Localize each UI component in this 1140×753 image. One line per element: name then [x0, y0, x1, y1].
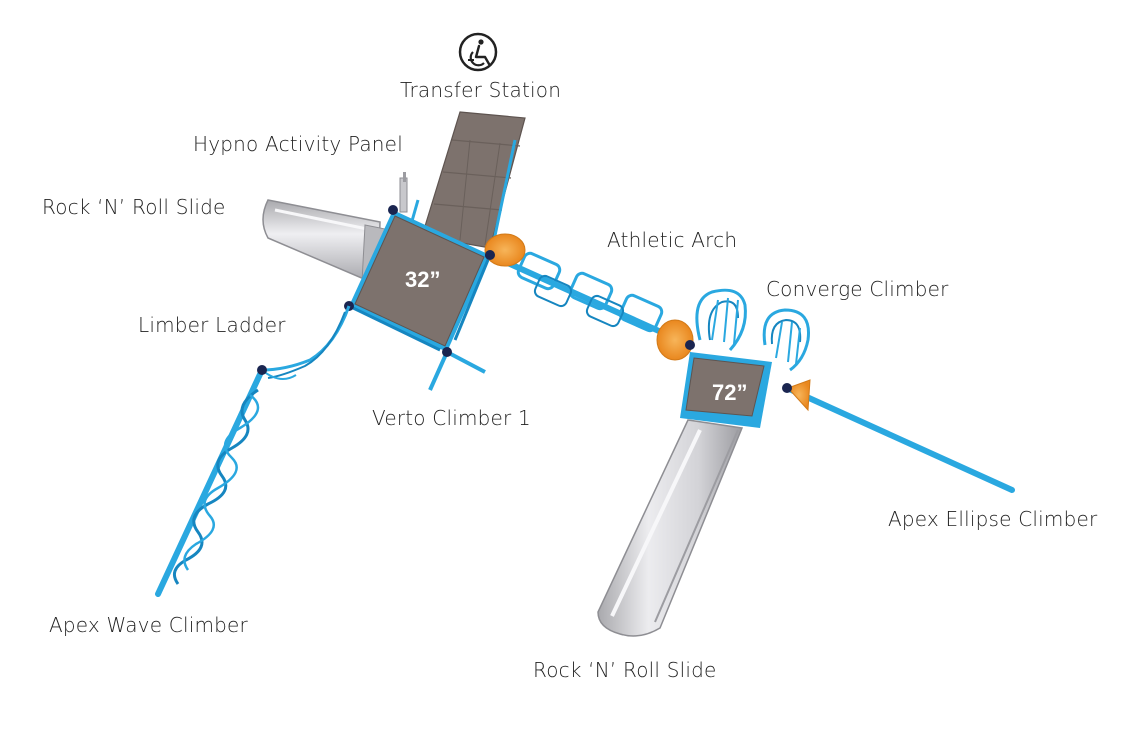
deck-2: 72” — [680, 352, 772, 428]
label-converge-climber: Converge Climber — [766, 277, 949, 301]
converge-climber — [695, 288, 811, 372]
label-athletic-arch: Athletic Arch — [607, 228, 738, 252]
label-verto-climber: Verto Climber 1 — [372, 406, 531, 430]
apex-wave-climber — [155, 365, 267, 597]
athletic-arch — [484, 233, 695, 361]
apex-ellipse-climber — [782, 379, 1015, 493]
deck-1-height-label: 32” — [405, 267, 440, 292]
hypno-activity-panel — [399, 172, 408, 213]
transfer-station — [406, 111, 526, 251]
label-apex-wave-climber: Apex Wave Climber — [49, 613, 248, 637]
deck-2-height-label: 72” — [712, 380, 747, 405]
label-apex-ellipse-climber: Apex Ellipse Climber — [888, 507, 1098, 531]
bottom-slide — [597, 419, 744, 637]
label-transfer-station: Transfer Station — [400, 78, 562, 102]
label-limber-ladder: Limber Ladder — [138, 313, 286, 337]
label-rock-n-roll-slide-bottom: Rock ‘N’ Roll Slide — [533, 658, 717, 682]
label-rock-n-roll-slide-left: Rock ‘N’ Roll Slide — [42, 195, 226, 219]
label-hypno-activity-panel: Hypno Activity Panel — [193, 132, 403, 156]
deck-1: 32” — [344, 205, 495, 391]
wheelchair-accessibility-icon — [458, 32, 498, 72]
